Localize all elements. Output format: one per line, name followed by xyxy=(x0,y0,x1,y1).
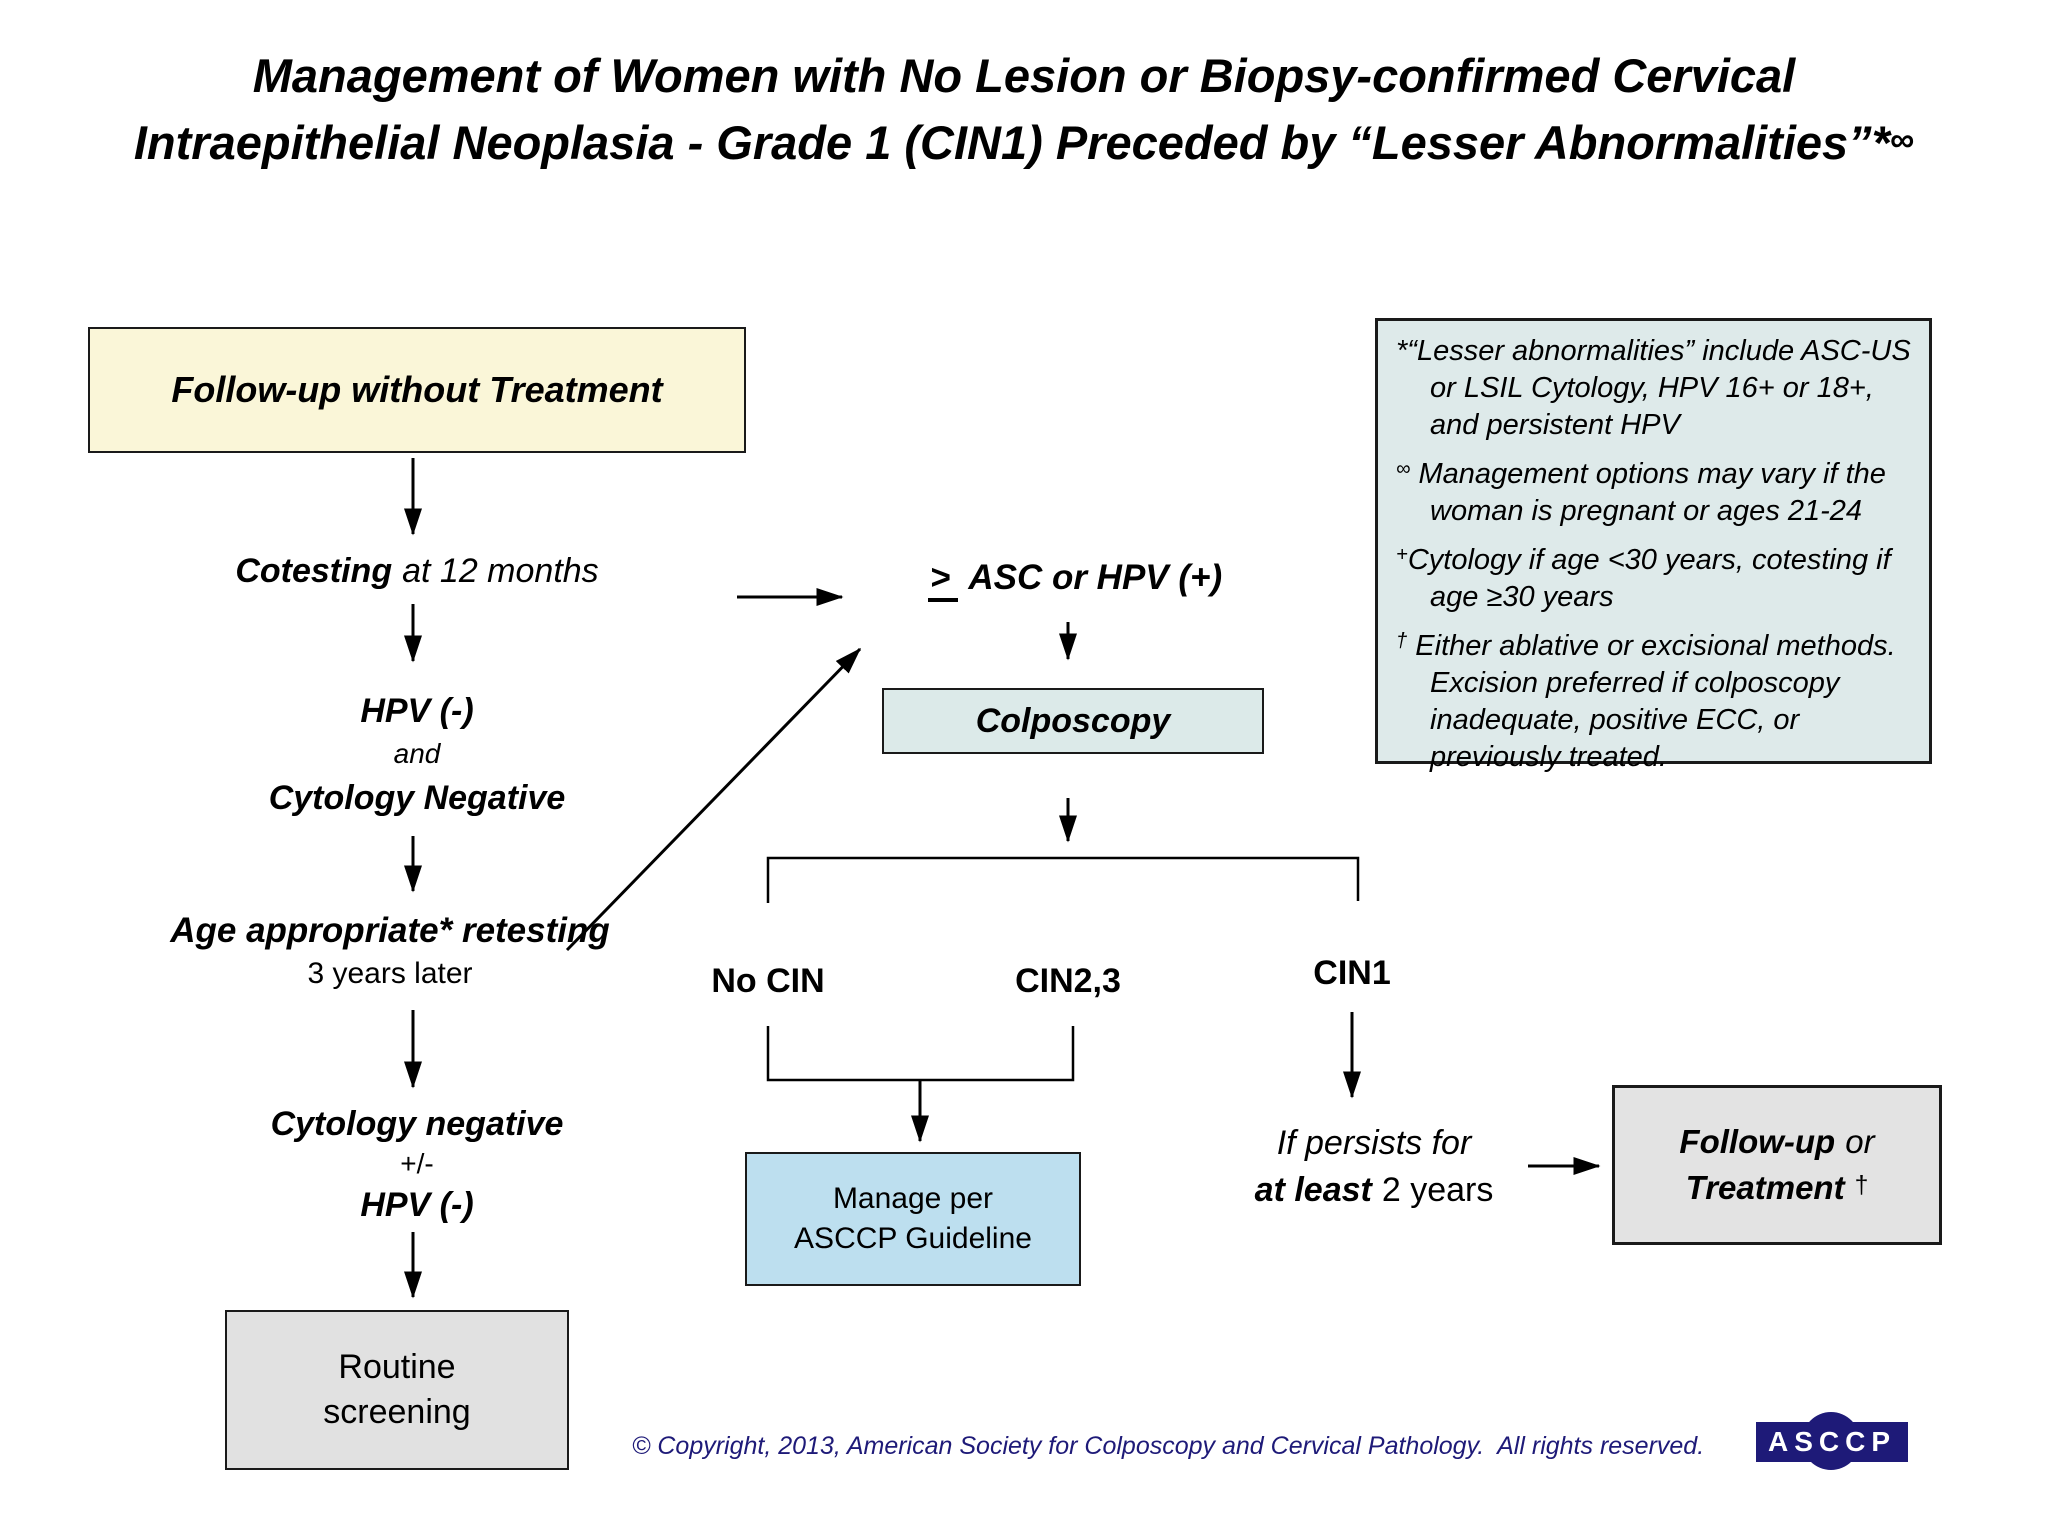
asccp-logo-bar xyxy=(1756,1422,1908,1462)
and-label: and xyxy=(393,738,441,769)
or-label: or xyxy=(1845,1123,1875,1160)
two-years-label: 2 years xyxy=(1381,1171,1494,1209)
arrow-diagonal-retesting-to-asc xyxy=(565,647,862,952)
manage-line1: Manage per xyxy=(832,1182,994,1215)
branch-bottom-bracket xyxy=(766,1026,1075,1082)
persists-line1: If persists for xyxy=(1276,1124,1472,1162)
asc-or-hpv-label: ASC or HPV (+) xyxy=(968,558,1223,597)
footnote-cytology-age: +Cytology if age <30 years, cotesting if… xyxy=(1396,544,1891,613)
asccp-logo: ASCCP xyxy=(1756,1412,1908,1470)
no-cin-label: No CIN xyxy=(711,962,825,1000)
branch-top-bracket xyxy=(766,856,1360,903)
dagger-symbol: † xyxy=(1854,1172,1869,1199)
at-least-label: at least xyxy=(1254,1171,1372,1209)
age-appropriate-retesting-node: Age appropriate* retesting 3 years later xyxy=(60,908,720,994)
colposcopy-box: Colposcopy xyxy=(882,688,1264,754)
footnote-lesser-abnormalities: *“Lesser abnormalities” include ASC-US o… xyxy=(1396,335,1911,441)
footnote-marker-infinity: ∞ xyxy=(1396,458,1411,480)
cin1-label: CIN1 xyxy=(1313,954,1391,992)
asccp-logo-letters: ASCCP xyxy=(1767,1426,1896,1457)
copyright-text: © Copyright, 2013, American Society for … xyxy=(632,1432,1705,1460)
treat-line2: Treatment † xyxy=(1686,1164,1869,1210)
routine-screening-line2: screening xyxy=(323,1393,471,1431)
routine-screening-line1: Routine xyxy=(338,1348,456,1386)
footnote-ablative-excisional: †Either ablative or excisional methods. … xyxy=(1396,630,1896,773)
cin23-label: CIN2,3 xyxy=(1015,962,1121,1000)
page-title: Management of Women with No Lesion or Bi… xyxy=(0,44,2048,175)
plus-minus-label: +/- xyxy=(400,1148,434,1179)
footnote-marker-asterisk: * xyxy=(1396,335,1408,367)
cotesting-label: Cotesting xyxy=(235,552,393,590)
footnotes-box: *“Lesser abnormalities” include ASC-US o… xyxy=(1375,318,1932,773)
followup-bold-label: Follow-up xyxy=(1679,1123,1836,1160)
page-title-line1: Management of Women with No Lesion or Bi… xyxy=(252,49,1796,102)
greater-equal-symbol: > xyxy=(927,558,959,602)
routine-screening-box: Routine screening xyxy=(225,1310,569,1470)
cotesting-suffix: at 12 months xyxy=(402,552,599,590)
three-years-later-label: 3 years later xyxy=(307,957,473,990)
footnote-marker-plus: + xyxy=(1396,544,1408,566)
hpv-negative-label: HPV (-) xyxy=(360,692,474,730)
followup-without-treatment-box: Follow-up without Treatment xyxy=(88,327,746,453)
footnote-management-options: ∞Management options may vary if the woma… xyxy=(1396,458,1886,527)
manage-line2: ASCCP Guideline xyxy=(794,1222,1032,1255)
cytology-negative-2-label: Cytology negative xyxy=(270,1105,564,1143)
footnote-marker-dagger: † xyxy=(1396,630,1408,652)
asc-or-hpv-node: >ASC or HPV (+) xyxy=(880,558,1270,602)
title-infinity-symbol: ∞ xyxy=(1889,121,1915,159)
age-retesting-label: Age appropriate* retesting xyxy=(170,911,610,950)
hpv-negative-node: HPV (-) and Cytology Negative xyxy=(88,688,746,822)
manage-per-asccp-box: Manage per ASCCP Guideline xyxy=(745,1152,1081,1286)
hpv-negative-2-label: HPV (-) xyxy=(360,1186,474,1224)
colposcopy-label: Colposcopy xyxy=(975,701,1171,740)
followup-without-treatment-label: Follow-up without Treatment xyxy=(171,369,663,410)
cytology-negative-2-node: Cytology negative +/- HPV (-) xyxy=(88,1102,746,1228)
treatment-bold-label: Treatment xyxy=(1685,1169,1845,1206)
page-title-line2: Intraepithelial Neoplasia - Grade 1 (CIN… xyxy=(133,116,1915,169)
cytology-negative-label: Cytology Negative xyxy=(268,779,566,817)
